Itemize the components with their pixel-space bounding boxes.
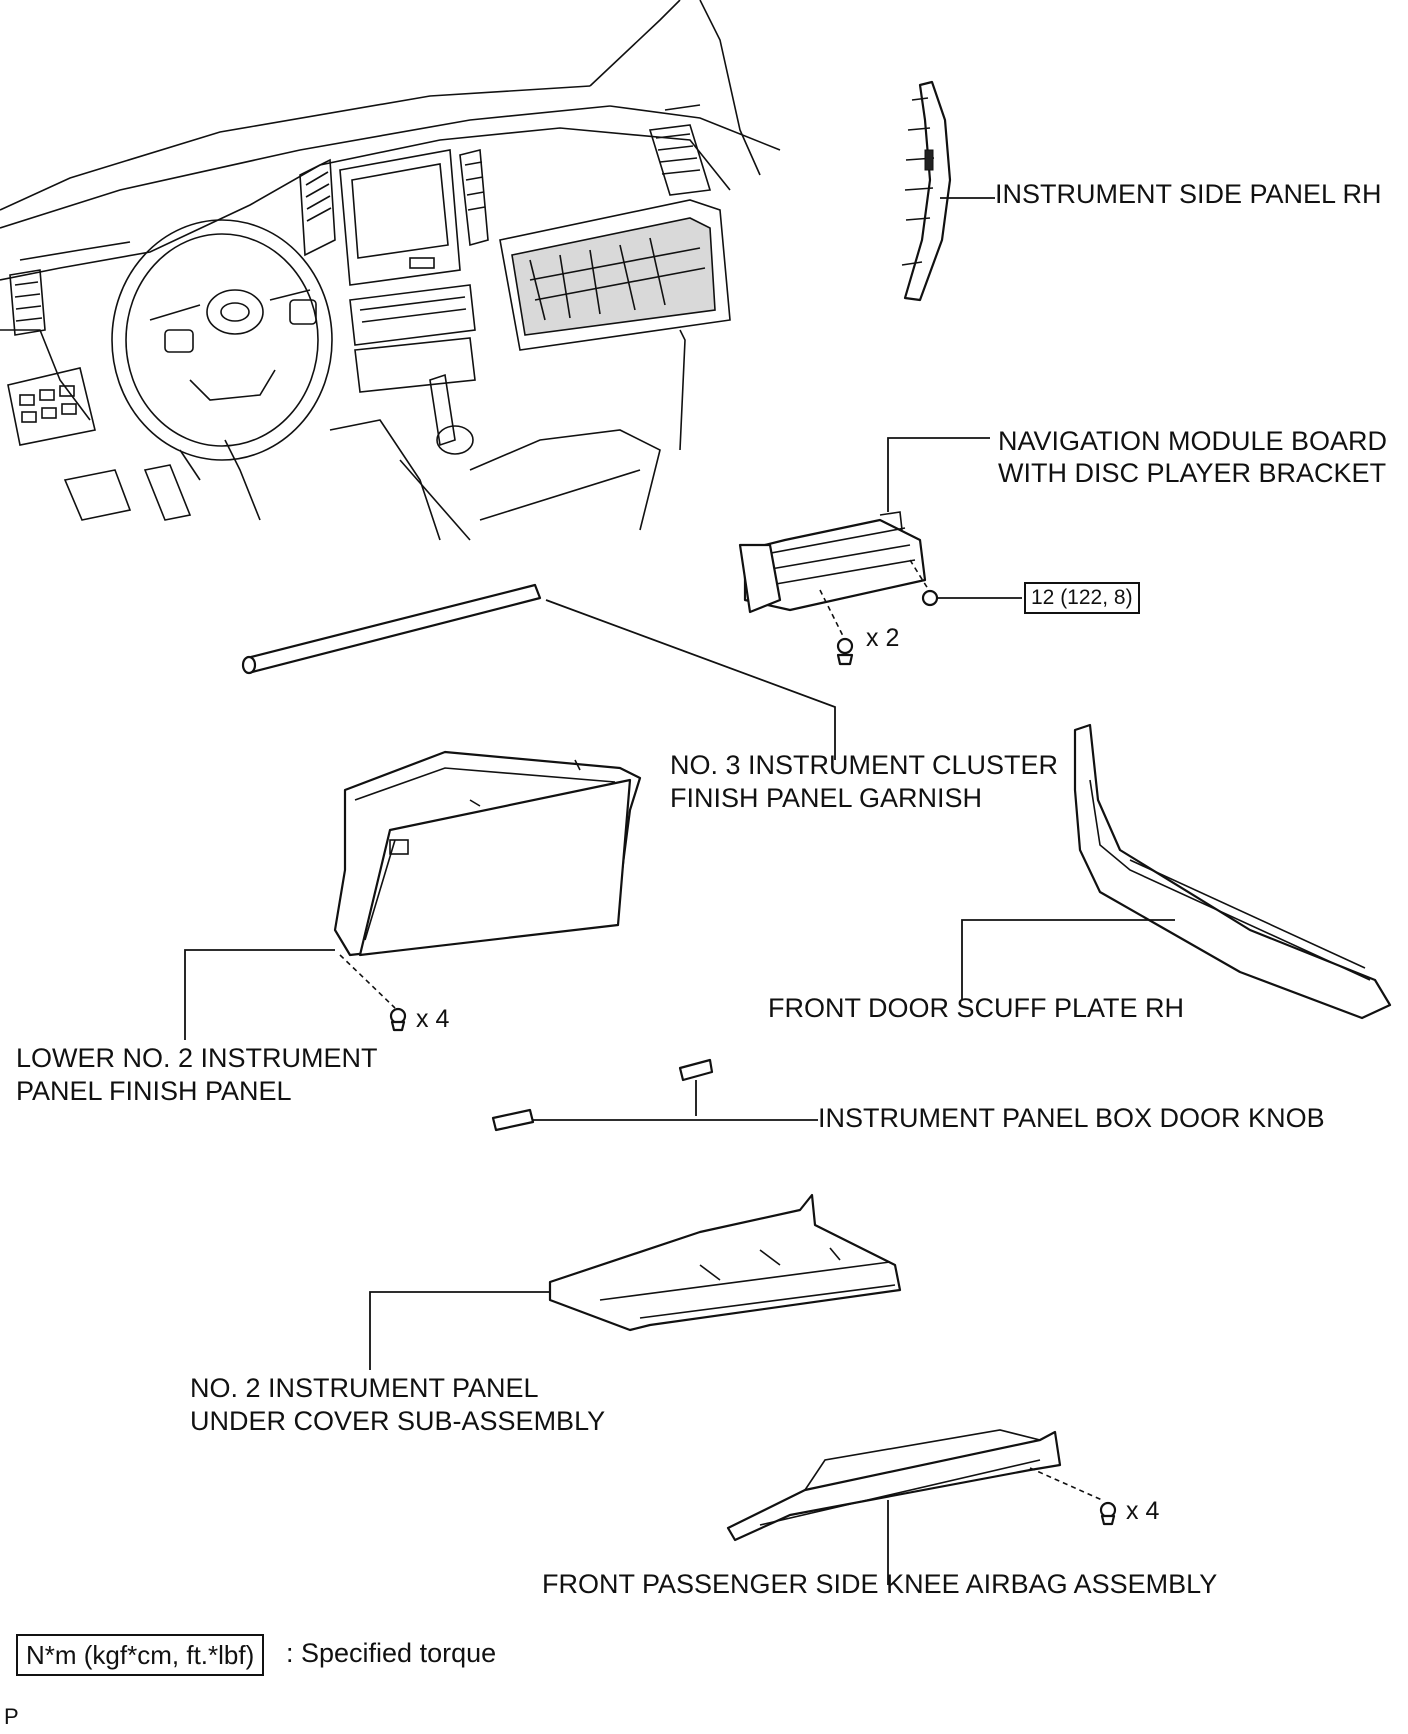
dashboard-illustration	[0, 0, 781, 541]
torque-spec-box: 12 (122, 8)	[1024, 582, 1140, 614]
navigation-module-part	[738, 437, 1022, 666]
scuff-plate-part	[961, 723, 1392, 1020]
airbag-bolts-qty: x 4	[1126, 1497, 1160, 1525]
label-lower-finish-line1: LOWER NO. 2 INSTRUMENT	[16, 1043, 378, 1073]
label-scuff-plate: FRONT DOOR SCUFF PLATE RH	[768, 993, 1185, 1023]
label-garnish-line1: NO. 3 INSTRUMENT CLUSTER	[670, 750, 1059, 780]
label-nav-module-line2: WITH DISC PLAYER BRACKET	[998, 458, 1387, 488]
instrument-side-panel-rh-part	[901, 80, 995, 302]
label-under-cover-line1: NO. 2 INSTRUMENT PANEL	[190, 1373, 539, 1403]
label-nav-module-line1: NAVIGATION MODULE BOARD	[998, 426, 1388, 456]
label-side-panel-rh: INSTRUMENT SIDE PANEL RH	[995, 179, 1382, 209]
label-knee-airbag: FRONT PASSENGER SIDE KNEE AIRBAG ASSEMBL…	[542, 1569, 1218, 1599]
nav-bolts-qty: x 2	[866, 624, 900, 652]
label-door-knob: INSTRUMENT PANEL BOX DOOR KNOB	[818, 1103, 1325, 1133]
legend-torque-box: N*m (kgf*cm, ft.*lbf)	[16, 1634, 265, 1676]
label-lower-finish-line2: PANEL FINISH PANEL	[16, 1076, 292, 1106]
label-garnish-line2: FINISH PANEL GARNISH	[670, 783, 983, 813]
lower-finish-bolts-qty: x 4	[416, 1005, 450, 1033]
label-under-cover-line2: UNDER COVER SUB-ASSEMBLY	[190, 1406, 606, 1436]
knee-airbag-part	[726, 1429, 1117, 1585]
door-knob-parts	[491, 1058, 818, 1132]
garnish-part	[241, 583, 836, 760]
footer-code: P	[4, 1704, 19, 1729]
lower-finish-panel-part	[184, 750, 642, 1040]
legend-description: : Specified torque	[286, 1638, 497, 1668]
under-cover-part	[369, 1193, 902, 1370]
